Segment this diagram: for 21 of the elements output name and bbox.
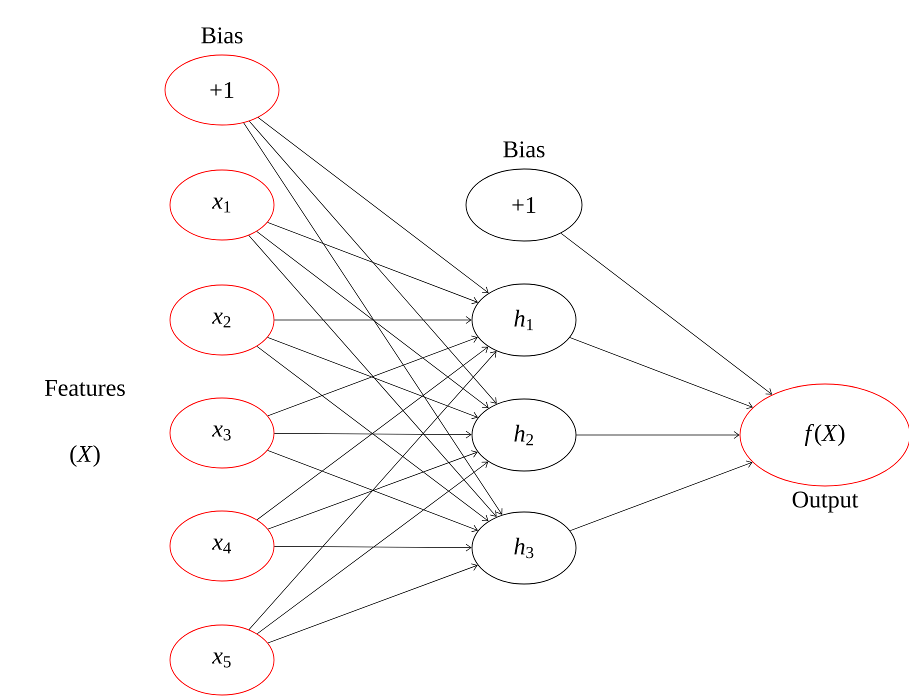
arrow	[274, 316, 472, 324]
arrow	[570, 337, 753, 410]
arrow	[268, 563, 478, 644]
arrow	[256, 231, 489, 408]
node-label: Output	[792, 492, 858, 513]
axis-label: Features	[45, 380, 125, 396]
axis-label: (X)	[70, 445, 100, 467]
arrow	[256, 462, 488, 634]
arrow	[248, 351, 496, 630]
arrow	[248, 235, 497, 517]
arrow	[274, 544, 472, 552]
heading: Bias	[201, 27, 242, 44]
arrow	[248, 120, 497, 404]
arrow	[267, 222, 478, 304]
arrow	[258, 117, 489, 294]
arrow	[274, 430, 472, 438]
arrow	[570, 460, 752, 532]
arrow	[576, 431, 740, 439]
heading: Bias	[503, 141, 544, 158]
arrow	[243, 122, 502, 515]
arrow	[560, 232, 772, 395]
